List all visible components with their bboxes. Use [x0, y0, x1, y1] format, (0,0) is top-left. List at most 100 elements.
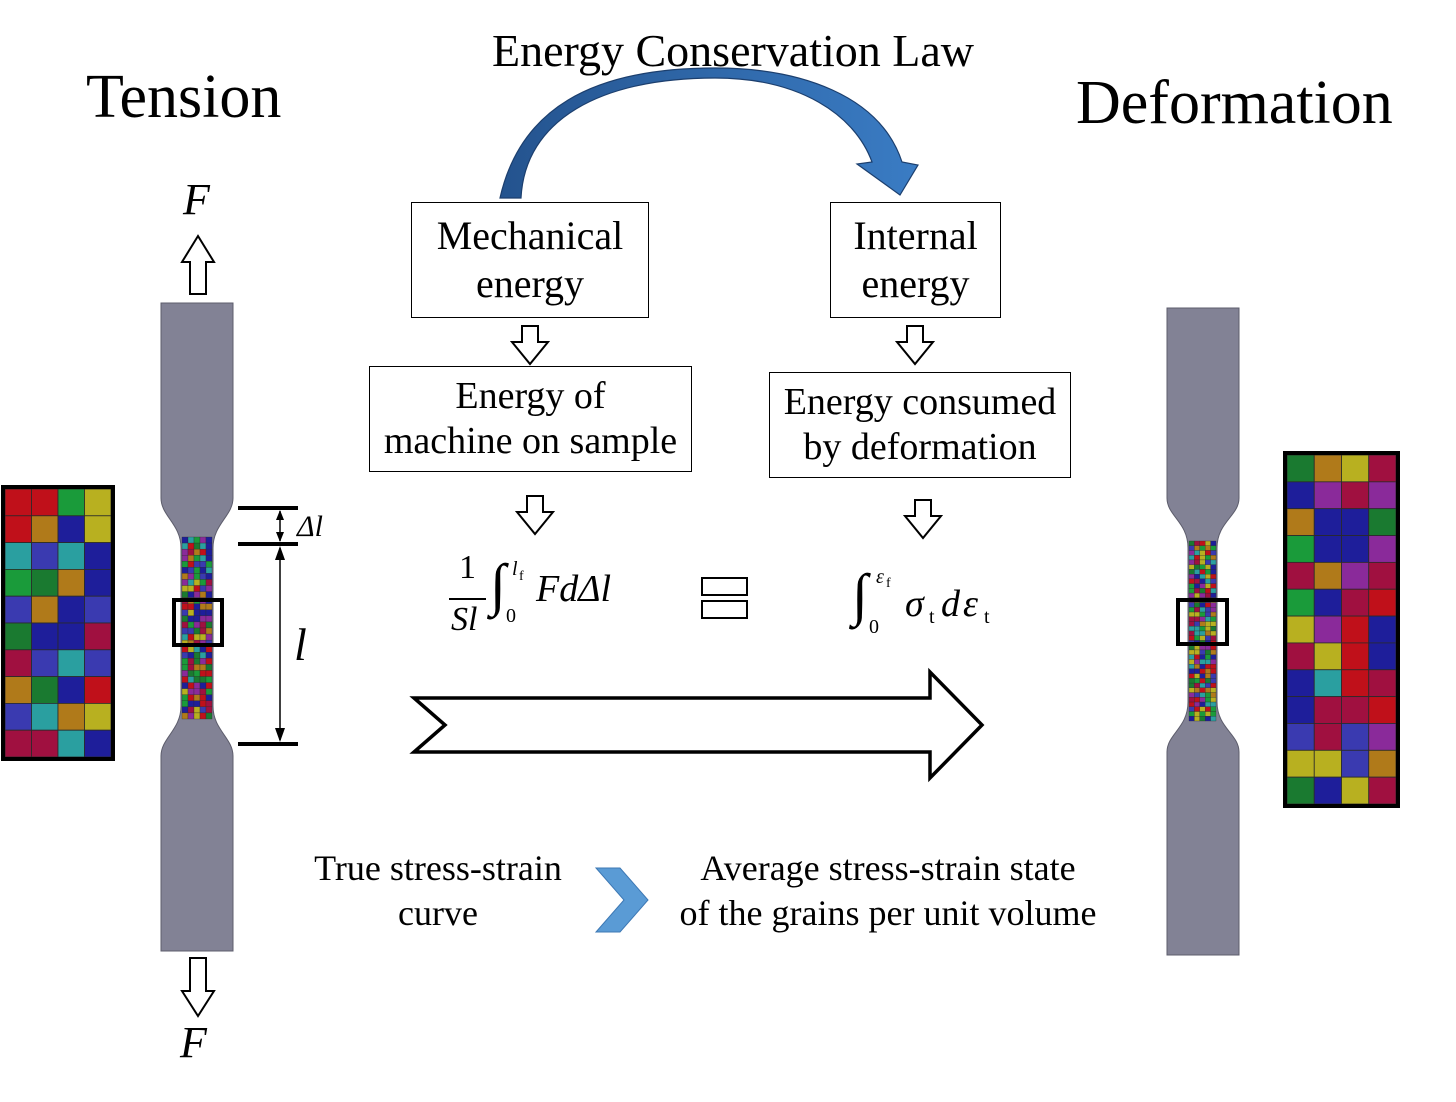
grain-cell: [187, 688, 195, 695]
grain-cell: [199, 700, 207, 708]
grain-cell: [1194, 621, 1200, 627]
grain-cell: [205, 561, 213, 568]
grain-cell: [57, 649, 85, 677]
grain-cell: [1194, 545, 1200, 551]
right-zoom-marker: [1176, 598, 1229, 646]
grain-cell: [1199, 697, 1206, 703]
left-zoom-panel-frame: [1, 485, 115, 761]
grain-cell: [4, 569, 32, 597]
grain-cell: [1205, 711, 1211, 717]
grain-cell: [1286, 749, 1315, 778]
grain-cell: [193, 536, 201, 544]
grain-cell: [1286, 669, 1315, 698]
grain-cell: [1194, 654, 1200, 660]
grain-cell: [1210, 701, 1217, 707]
grain-cell: [84, 649, 112, 677]
grain-cell: [199, 664, 207, 671]
grain-cell: [1199, 649, 1206, 655]
grain-cell: [1199, 711, 1206, 717]
force-arrow-down: [180, 957, 216, 1018]
grain-cell: [181, 664, 189, 671]
grain-cell: [1199, 692, 1206, 698]
grain-cell: [181, 706, 189, 714]
grain-cell: [1210, 574, 1217, 580]
grain-cell: [1194, 626, 1200, 632]
grain-cell: [1194, 701, 1200, 707]
grain-cell: [1205, 706, 1211, 712]
grain-cell: [199, 555, 207, 562]
grain-cell: [1188, 621, 1195, 627]
grain-cell: [187, 573, 195, 580]
grain-cell: [1188, 687, 1195, 693]
right-zoom-panel-frame: [1283, 451, 1400, 808]
grain-cell: [1286, 696, 1315, 724]
grain-cell: [1286, 776, 1315, 805]
grain-cell: [1368, 669, 1397, 698]
grain-cell: [199, 561, 207, 568]
grain-cell: [1210, 540, 1217, 546]
grain-cell: [187, 627, 195, 635]
deformation-energy-line-2: by deformation: [803, 426, 1037, 468]
grain-cell: [1194, 678, 1200, 684]
grain-cell: [187, 712, 195, 720]
grain-cell: [1199, 607, 1206, 613]
formula-right-epsilon-sub: t: [984, 606, 990, 628]
formula-right-upper-limit: ε: [876, 566, 884, 588]
grain-cell: [57, 729, 85, 758]
grain-cell: [1199, 659, 1206, 665]
grain-cell: [181, 694, 189, 701]
grain-cell: [4, 676, 32, 704]
grain-cell: [1210, 555, 1217, 561]
grain-cell: [187, 585, 195, 592]
grain-cell: [193, 567, 201, 574]
grain-cell: [1368, 481, 1397, 510]
grain-cell: [1205, 583, 1211, 589]
grain-cell: [1188, 578, 1195, 584]
grain-cell: [1205, 545, 1211, 551]
grain-cell: [1368, 588, 1397, 617]
grain-cell: [193, 676, 201, 683]
grain-cell: [1188, 583, 1195, 589]
grain-cell: [57, 488, 85, 517]
grain-cell: [1210, 711, 1217, 717]
grain-cell: [181, 633, 189, 641]
grain-cell: [187, 633, 195, 641]
grain-cell: [1205, 716, 1211, 722]
grain-cell: [205, 536, 213, 544]
grain-cell: [193, 579, 201, 586]
grain-cell: [1205, 602, 1211, 608]
grain-cell: [1313, 588, 1342, 617]
machine-energy-line-2: machine on sample: [383, 420, 678, 462]
grain-cell: [1341, 749, 1370, 778]
formula-right-d: d: [941, 583, 960, 625]
grain-cell: [1194, 673, 1200, 679]
grain-cell: [4, 515, 32, 543]
grain-cell: [84, 569, 112, 597]
grain-cell: [1188, 630, 1195, 636]
grain-cell: [1210, 706, 1217, 712]
grain-cell: [1194, 664, 1200, 670]
grain-cell: [1205, 578, 1211, 584]
grain-cell: [1188, 569, 1195, 575]
grain-cell: [1210, 659, 1217, 665]
grain-cell: [1210, 654, 1217, 660]
grain-cell: [199, 633, 207, 641]
formula-right-sigma-sub: t: [929, 606, 935, 628]
grain-cell: [1199, 555, 1206, 561]
grain-cell: [1205, 635, 1211, 641]
grain-cell: [205, 548, 213, 556]
right-gauge-grains: [1188, 540, 1217, 722]
grain-cell: [1199, 592, 1206, 598]
grain-cell: [1210, 602, 1217, 608]
average-stress-strain-line-2: of the grains per unit volume: [679, 893, 1097, 933]
grain-cell: [199, 591, 207, 598]
grain-cell: [1194, 635, 1200, 641]
grain-cell: [1205, 555, 1211, 561]
grain-cell: [1194, 607, 1200, 613]
grain-cell: [4, 703, 32, 731]
grain-cell: [1205, 668, 1211, 674]
grain-cell: [1313, 481, 1342, 510]
grain-cell: [57, 569, 85, 597]
grain-cell: [31, 595, 59, 624]
